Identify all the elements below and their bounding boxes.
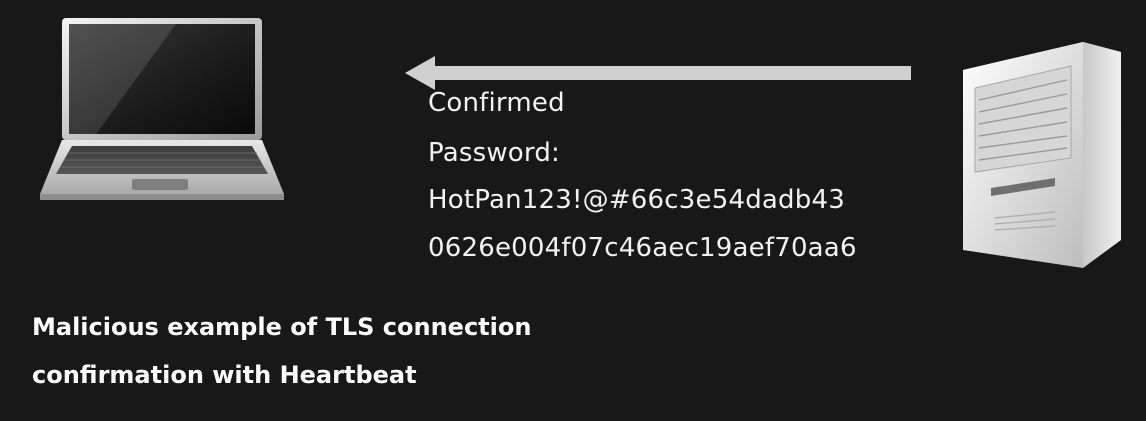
message-line-3: HotPan123!@#66c3e54dadb43 [428,185,845,215]
laptop-icon [40,18,284,200]
message-line-2: Password: [428,138,561,168]
caption-line-1: Malicious example of TLS connection [32,313,532,341]
caption-line-2: confirmation with Heartbeat [32,361,417,389]
server-tower-icon [963,42,1121,268]
arrow-left-icon [405,56,911,90]
message-line-4: 0626e004f07c46aec19aef70aa6 [428,233,857,263]
message-line-1: Confirmed [428,88,565,118]
